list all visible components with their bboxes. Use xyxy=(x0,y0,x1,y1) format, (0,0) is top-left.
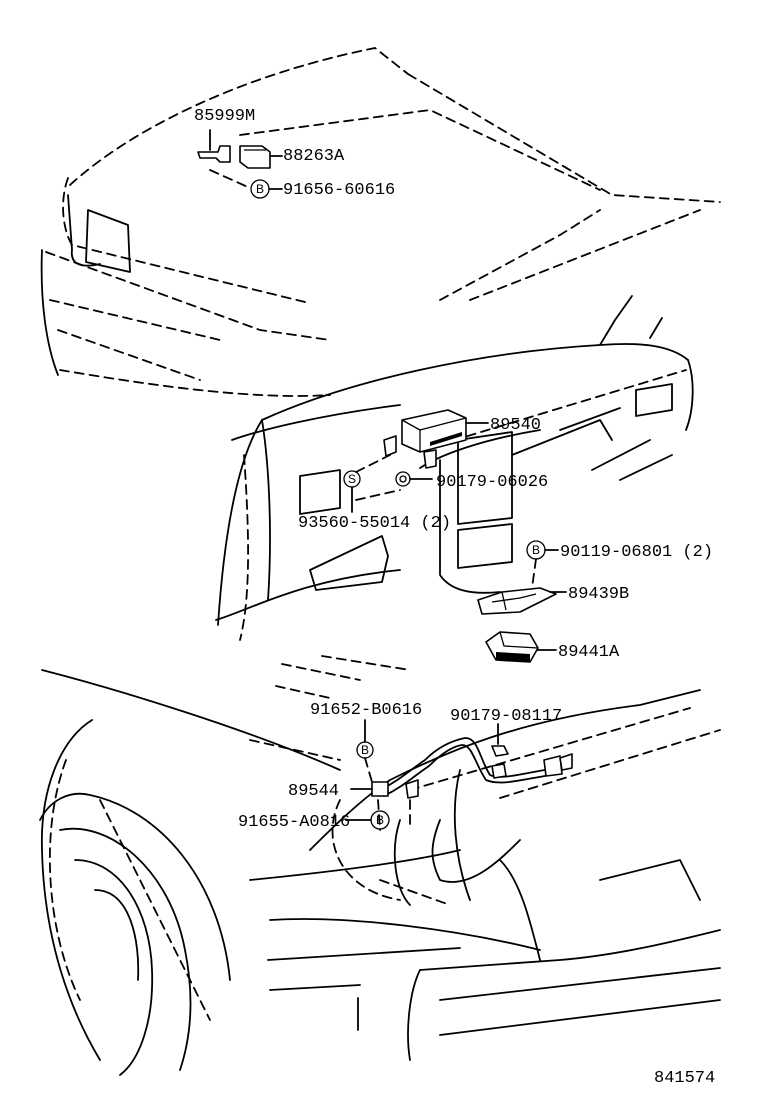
svg-text:B: B xyxy=(256,182,264,196)
bolt-marker-91652: B xyxy=(356,719,374,783)
sensor-89441a xyxy=(485,631,557,663)
svg-text:B: B xyxy=(376,813,384,827)
airbag-module-89540 xyxy=(383,409,489,469)
relay-88263a xyxy=(239,145,283,169)
label-88263a: 88263A xyxy=(283,147,345,166)
nut-part-90179-08117 xyxy=(491,723,509,757)
sensor-harness-89544 xyxy=(350,737,573,831)
label-91656-60616: 91656-60616 xyxy=(283,181,395,200)
label-93560-55014: 93560-55014 (2) xyxy=(298,514,451,533)
dashboard-outline xyxy=(215,295,694,641)
label-90179-06026: 90179-06026 xyxy=(436,473,548,492)
label-91655-a0816: 91655-A0816 xyxy=(238,813,350,832)
bolt-part-90179-06026 xyxy=(395,471,433,487)
bolt-marker-91656: B xyxy=(250,179,283,199)
label-90179-08117: 90179-08117 xyxy=(450,707,562,726)
label-85999m: 85999M xyxy=(194,107,255,126)
label-91652-b0616: 91652-B0616 xyxy=(310,701,422,720)
vehicle-front-outline xyxy=(40,47,721,397)
bracket-85999m xyxy=(197,129,251,189)
figure-number: 841574 xyxy=(654,1069,715,1088)
label-90119-06801: 90119-06801 (2) xyxy=(560,543,713,562)
label-89439b: 89439B xyxy=(568,585,629,604)
bracket-89439b xyxy=(477,587,567,615)
svg-text:B: B xyxy=(532,543,540,557)
bolt-marker-90119: B xyxy=(526,540,559,589)
label-89544: 89544 xyxy=(288,782,339,801)
label-89441a: 89441A xyxy=(558,643,620,662)
svg-text:B: B xyxy=(361,743,369,757)
bolt-marker-91655: B xyxy=(345,810,390,830)
screw-marker-93560: S xyxy=(343,454,401,513)
svg-text:S: S xyxy=(348,472,356,486)
label-89540: 89540 xyxy=(490,416,541,435)
wheel-area-outline xyxy=(39,655,721,1076)
